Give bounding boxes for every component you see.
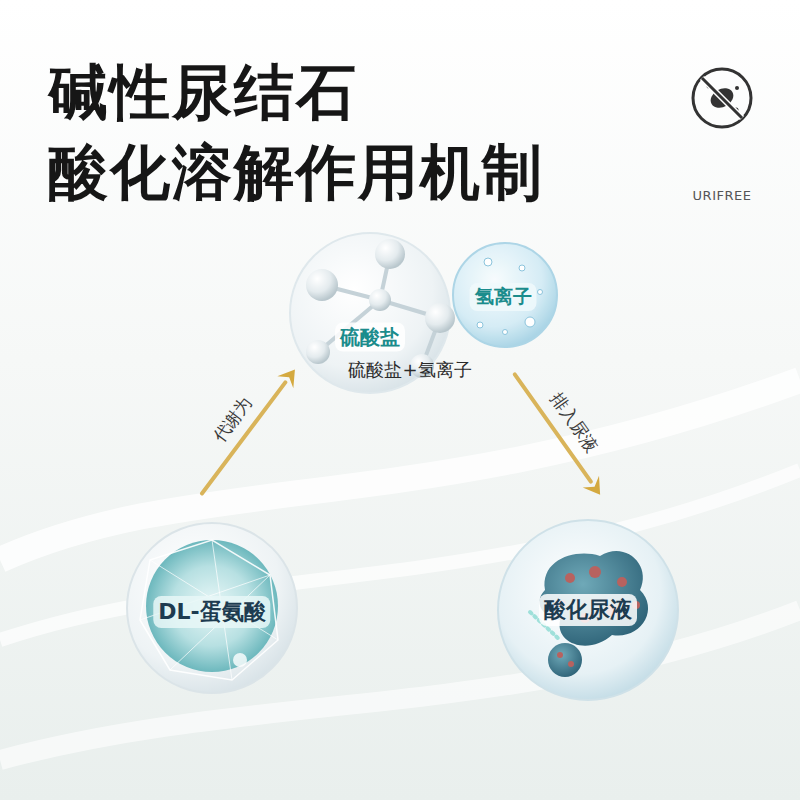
logo-ring: [693, 69, 751, 127]
node-circle: DL-蛋氨酸DL-蛋氨酸: [127, 523, 297, 693]
background-swoosh: [0, 610, 800, 760]
molecule-atom: [369, 289, 391, 311]
bubble: [503, 330, 508, 335]
urine-sphere: [498, 520, 678, 700]
molecule-atom: [306, 340, 330, 364]
bubble: [538, 290, 543, 295]
node-circle: 氢离子: [453, 243, 557, 347]
stone-spot: [565, 573, 575, 583]
bubble: [525, 317, 535, 327]
network-lines: [140, 540, 278, 680]
molecule-atom: [306, 269, 338, 301]
stone-spot: [617, 577, 627, 587]
urinary-stone: [540, 551, 649, 646]
hydrogen-sphere: [453, 243, 557, 347]
logo-slash: [702, 78, 742, 118]
stone-spot: [589, 566, 601, 578]
brand-label: URIFREE: [693, 188, 752, 203]
title: 碱性尿结石 酸化溶解作用机制: [48, 52, 648, 212]
node-label: DL-蛋氨酸: [153, 596, 270, 628]
arrow-head: [277, 370, 295, 389]
bubble: [484, 258, 492, 266]
stone-fragment: [548, 643, 582, 677]
node-circle: 酸化尿液: [498, 520, 678, 700]
arrow-shaft: [202, 382, 285, 493]
background-swoosh: [0, 470, 800, 640]
arrow-head: [583, 476, 600, 495]
node-label: 氢离子: [470, 283, 537, 311]
edge-label: 代谢为: [208, 392, 257, 447]
bubble: [233, 653, 247, 667]
molecule-atom: [375, 239, 405, 269]
bubble: [477, 322, 483, 328]
node-circle: 硫酸盐硫酸盐+氢离子: [290, 233, 450, 393]
network-lines: [140, 540, 278, 680]
flow-arrow: [202, 370, 295, 494]
background-swoosh: [0, 380, 800, 560]
methionine-sphere: [127, 523, 297, 693]
node-label: 硫酸盐: [335, 323, 405, 352]
methionine-core: [146, 540, 278, 672]
node-caption: 硫酸盐+氢离子: [344, 358, 475, 382]
molecule-atom: [425, 303, 455, 333]
logo-dot: [735, 86, 739, 90]
stone-spot: [568, 661, 574, 667]
stone-spot: [557, 652, 563, 658]
bubble: [519, 265, 525, 271]
node-label: 酸化尿液: [539, 594, 637, 626]
logo-slash-gap: [702, 78, 742, 118]
